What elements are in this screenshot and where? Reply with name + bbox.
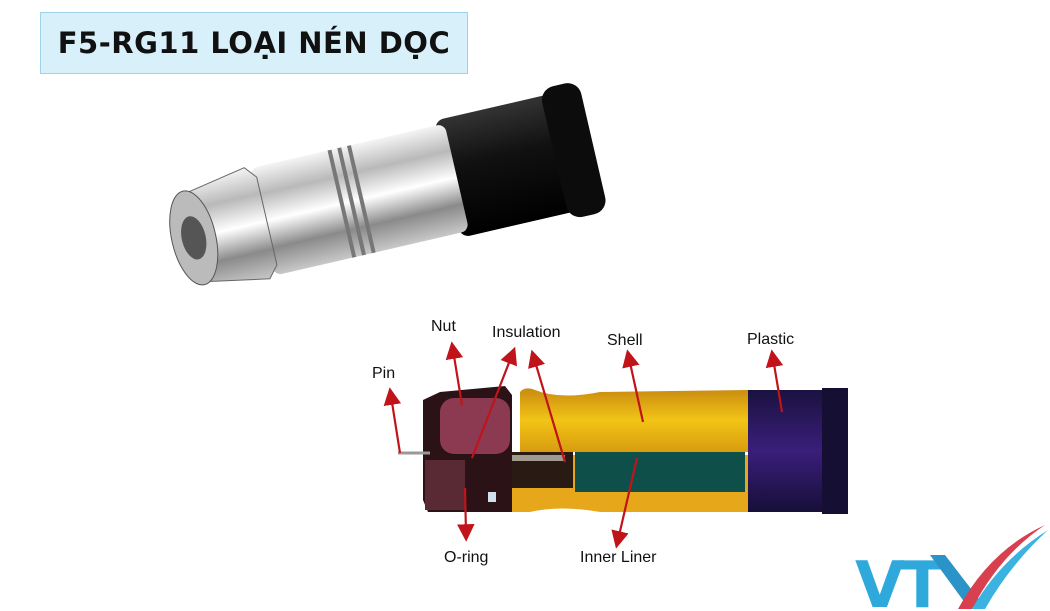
label-insulation: Insulation xyxy=(492,324,561,341)
cross-section-diagram xyxy=(398,386,848,514)
shell-arrow xyxy=(622,349,645,423)
label-o-ring: O-ring xyxy=(444,549,488,566)
o-ring-arrow xyxy=(457,487,475,542)
page-title: F5-RG11 LOẠI NÉN DỌC xyxy=(57,26,451,60)
inner-liner-arrow xyxy=(611,457,639,549)
nut-arrow xyxy=(445,341,464,406)
connector-photo xyxy=(169,83,606,286)
pin-arrow xyxy=(383,387,402,454)
label-nut: Nut xyxy=(431,318,456,335)
title-banner: F5-RG11 LOẠI NÉN DỌC xyxy=(40,12,468,74)
insulation-arrow-1 xyxy=(470,346,518,459)
label-shell: Shell xyxy=(607,332,643,349)
plastic-arrow xyxy=(765,349,784,413)
diagram-arrows xyxy=(383,341,784,549)
label-inner-liner: Inner Liner xyxy=(580,549,657,566)
insulation-arrow-2 xyxy=(528,349,567,463)
svg-text:VT: VT xyxy=(855,549,945,611)
vtx-logo: VT xyxy=(855,525,1048,611)
label-pin: Pin xyxy=(372,365,395,382)
label-plastic: Plastic xyxy=(747,331,794,348)
